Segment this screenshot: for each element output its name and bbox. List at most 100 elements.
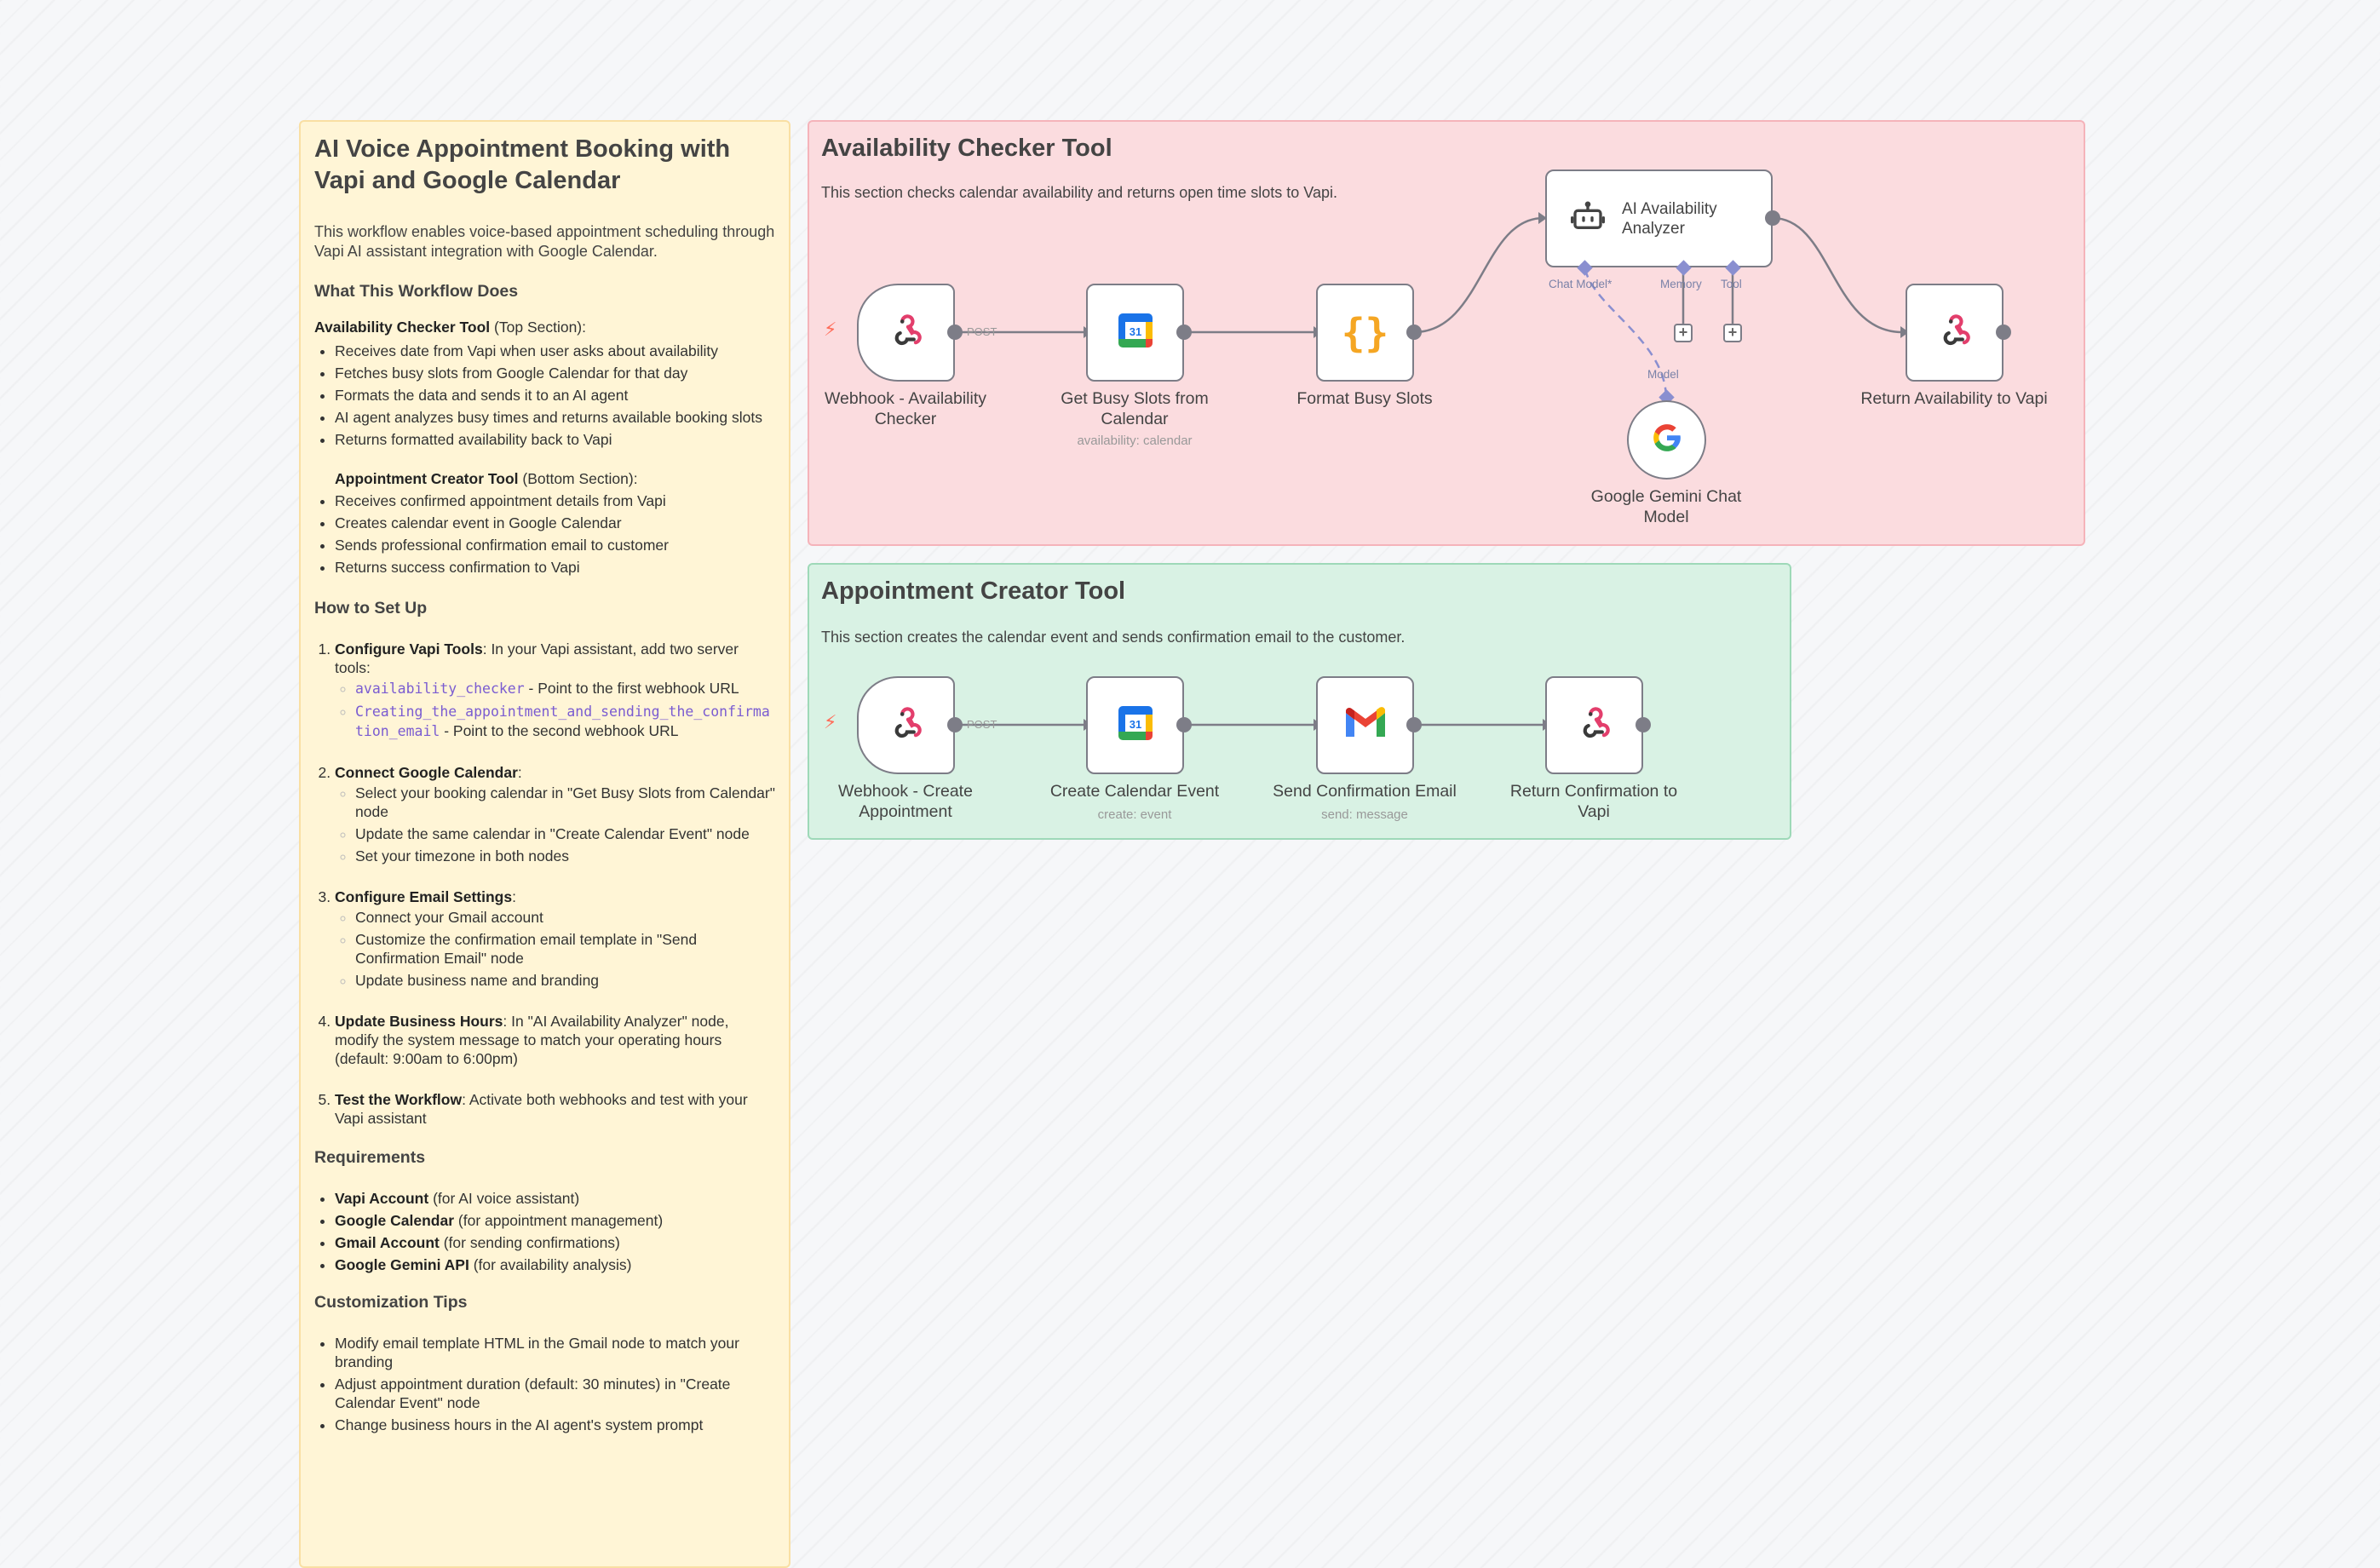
list-item: Connect your Gmail account	[355, 908, 775, 927]
requirements-list: Vapi Account (for AI voice assistant) Goo…	[314, 1189, 775, 1274]
svg-text:31: 31	[1129, 718, 1141, 731]
list-item: availability_checker - Point to the firs…	[355, 679, 775, 698]
google-calendar-icon: 31	[1115, 310, 1156, 355]
edge-ai-to-return	[1772, 216, 1903, 334]
availability-section-title: Availability Checker Tool	[821, 135, 1112, 162]
add-tool-button[interactable]: +	[1723, 324, 1742, 342]
output-port[interactable]	[1176, 717, 1192, 732]
availability-section-desc: This section checks calendar availabilit…	[821, 184, 1337, 201]
webhook-icon	[887, 311, 926, 354]
setup-step: Configure Email Settings:Connect your Gm…	[335, 887, 775, 990]
node-label: Create Calendar Event	[1049, 782, 1220, 801]
node-label: AI Availability Analyzer	[1622, 199, 1717, 238]
output-port[interactable]	[1406, 325, 1422, 340]
list-item: Vapi Account (for AI voice assistant)	[335, 1189, 775, 1208]
setup-substeps: Connect your Gmail accountCustomize the …	[335, 908, 775, 990]
port-label-chat-model: Chat Model*	[1549, 278, 1613, 290]
webhook-icon	[1935, 311, 1975, 354]
port-label-tool: Tool	[1721, 278, 1742, 290]
port-label-model: Model	[1647, 368, 1679, 381]
output-port[interactable]	[1406, 717, 1422, 732]
svg-text:31: 31	[1129, 325, 1141, 338]
node-label: Return Availability to Vapi	[1860, 389, 2048, 408]
node-ai-availability-analyzer[interactable]: AI Availability Analyzer	[1545, 169, 1773, 267]
code-braces-icon: {}	[1341, 309, 1389, 356]
creator-steps-list: Receives confirmed appointment details f…	[314, 491, 775, 577]
node-google-gemini[interactable]	[1627, 400, 1706, 480]
list-item: Formats the data and sends it to an AI a…	[335, 386, 775, 405]
list-item: Google Calendar (for appointment managem…	[335, 1211, 775, 1230]
section-heading-requirements: Requirements	[314, 1148, 426, 1167]
setup-step: Configure Vapi Tools: In your Vapi assis…	[335, 640, 775, 741]
setup-step: Connect Google Calendar:Select your book…	[335, 763, 775, 865]
list-item: Returns success confirmation to Vapi	[335, 558, 775, 577]
note-title: AI Voice Appointment Booking with Vapi a…	[314, 135, 731, 194]
list-item: Update business name and branding	[355, 971, 775, 990]
note-intro: This workflow enables voice-based appoin…	[314, 223, 775, 260]
appointment-section-desc: This section creates the calendar event …	[821, 629, 1406, 646]
output-port[interactable]	[947, 717, 963, 732]
node-format-busy-slots[interactable]: {}	[1316, 284, 1414, 382]
appointment-section-title: Appointment Creator Tool	[821, 577, 1126, 605]
edge-gemini-to-ai	[1584, 268, 1668, 399]
list-item: Set your timezone in both nodes	[355, 847, 775, 865]
node-subtitle: availability: calendar	[1077, 434, 1193, 448]
list-item: Sends professional confirmation email to…	[335, 536, 775, 554]
node-return-confirmation[interactable]	[1545, 676, 1643, 774]
edge-label-post: POST	[967, 325, 997, 338]
node-webhook-availability[interactable]	[857, 284, 955, 382]
output-port[interactable]	[1636, 717, 1651, 732]
node-label: Return Confirmation to Vapi	[1509, 782, 1678, 821]
list-item: Customize the confirmation email templat…	[355, 930, 775, 968]
node-subtitle: create: event	[1097, 807, 1172, 822]
node-label: Google Gemini Chat Model	[1590, 487, 1742, 526]
output-port[interactable]	[1996, 325, 2011, 340]
node-label: Webhook - Availability Checker	[824, 389, 987, 428]
list-item: Modify email template HTML in the Gmail …	[335, 1334, 775, 1371]
list-item: Creating_the_appointment_and_sending_the…	[355, 702, 775, 741]
node-label: Format Busy Slots	[1296, 389, 1433, 408]
node-return-availability[interactable]	[1906, 284, 2003, 382]
list-item: Creates calendar event in Google Calenda…	[335, 514, 775, 532]
list-item: AI agent analyzes busy times and returns…	[335, 408, 775, 427]
node-webhook-create-appointment[interactable]	[857, 676, 955, 774]
trigger-bolt-icon: ⚡	[824, 319, 837, 340]
sticky-note-overview[interactable]: AI Voice Appointment Booking with Vapi a…	[299, 120, 790, 1568]
list-item: Fetches busy slots from Google Calendar …	[335, 364, 775, 382]
list-item: Adjust appointment duration (default: 30…	[335, 1375, 775, 1412]
add-memory-button[interactable]: +	[1674, 324, 1693, 342]
node-get-busy-slots[interactable]: 31	[1086, 284, 1184, 382]
list-item: Select your booking calendar in "Get Bus…	[355, 784, 775, 821]
availability-tool-heading: Availability Checker Tool (Top Section):	[314, 319, 586, 336]
list-item: Receives date from Vapi when user asks a…	[335, 342, 775, 360]
trigger-bolt-icon: ⚡	[824, 711, 837, 732]
node-label: Get Busy Slots from Calendar	[1061, 389, 1209, 428]
node-subtitle: send: message	[1321, 807, 1408, 822]
webhook-icon	[1575, 704, 1614, 747]
availability-steps-list: Receives date from Vapi when user asks a…	[314, 342, 775, 449]
node-label: Send Confirmation Email	[1273, 782, 1457, 801]
node-create-calendar-event[interactable]: 31	[1086, 676, 1184, 774]
tips-list: Modify email template HTML in the Gmail …	[314, 1334, 775, 1434]
output-port[interactable]	[947, 325, 963, 340]
robot-icon	[1571, 199, 1605, 238]
setup-steps-list: Configure Vapi Tools: In your Vapi assis…	[314, 640, 775, 1128]
node-send-confirmation-email[interactable]	[1316, 676, 1414, 774]
port-label-memory: Memory	[1660, 278, 1702, 290]
output-port[interactable]	[1176, 325, 1192, 340]
list-item: Gmail Account (for sending confirmations…	[335, 1233, 775, 1252]
output-port[interactable]	[1765, 210, 1780, 226]
edge-label-post: POST	[967, 718, 997, 731]
setup-substeps: availability_checker - Point to the firs…	[335, 679, 775, 741]
creator-tool-heading: Appointment Creator Tool (Bottom Section…	[335, 470, 638, 487]
google-calendar-icon: 31	[1115, 703, 1156, 748]
google-g-icon	[1651, 422, 1683, 458]
list-item: Google Gemini API (for availability anal…	[335, 1255, 775, 1274]
list-item: Receives confirmed appointment details f…	[335, 491, 775, 510]
node-label: Webhook - Create Appointment	[838, 782, 973, 821]
webhook-icon	[887, 704, 926, 747]
gmail-icon	[1343, 706, 1388, 744]
list-item: Returns formatted availability back to V…	[335, 430, 775, 449]
list-item: Change business hours in the AI agent's …	[335, 1416, 775, 1434]
